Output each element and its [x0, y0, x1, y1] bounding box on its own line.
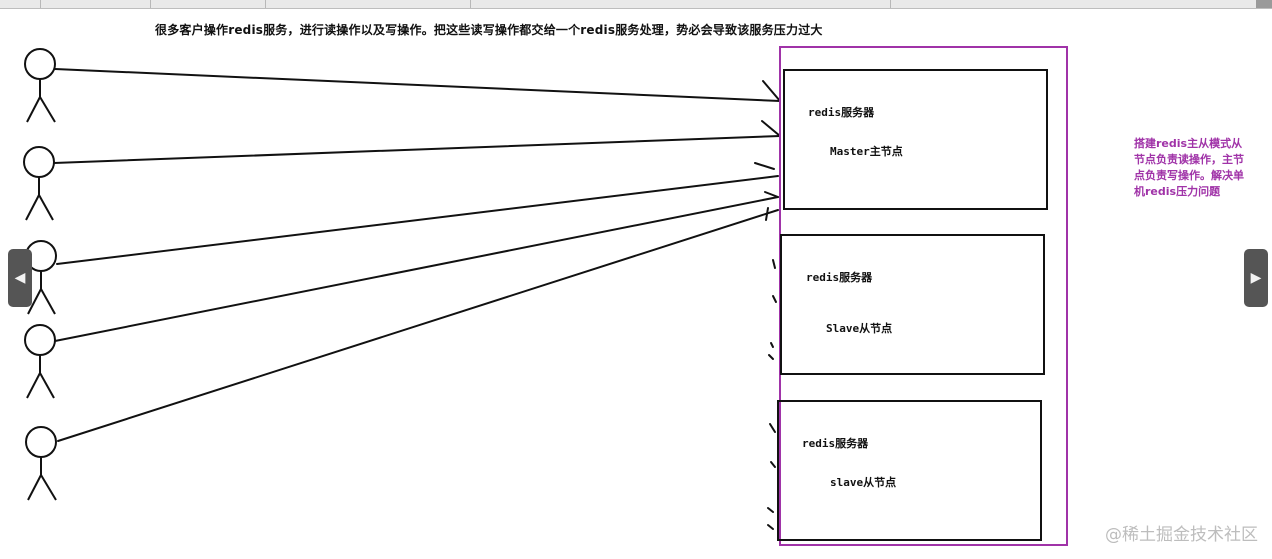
slave1-node-label: Slave从节点: [826, 322, 893, 335]
client-figure-2: [23, 146, 55, 221]
request-lines: [53, 68, 781, 442]
server-group-outline: [779, 46, 1068, 546]
request-line-4: [54, 196, 779, 342]
master-server-title: redis服务器: [808, 106, 875, 119]
request-line-2: [53, 135, 781, 164]
slave1-server-title: redis服务器: [806, 271, 873, 284]
arrowheads: [754, 80, 781, 221]
client-figure-4: [24, 324, 56, 399]
diagram-caption: 很多客户操作redis服务，进行读操作以及写操作。把这些读写操作都交给一个red…: [155, 23, 823, 37]
toolbar-divider: [470, 0, 471, 8]
slave2-node-label: slave从节点: [830, 476, 897, 489]
chevron-right-icon: ▶: [1250, 270, 1262, 286]
slave2-server-title: redis服务器: [802, 437, 869, 450]
toolbar-divider: [40, 0, 41, 8]
toolbar-divider: [890, 0, 891, 8]
toolbar-divider: [150, 0, 151, 8]
client-figure-1: [24, 48, 56, 123]
next-image-button[interactable]: ▶: [1244, 249, 1268, 307]
request-line-1: [54, 68, 781, 102]
master-server-box: [783, 69, 1048, 210]
toolbar-divider: [265, 0, 266, 8]
request-line-3: [56, 175, 779, 265]
slave-server-box-2: [777, 400, 1042, 541]
chevron-left-icon: ◀: [14, 270, 26, 286]
client-figure-5: [25, 426, 57, 501]
watermark: @稀土掘金技术社区: [1105, 525, 1258, 545]
request-line-5: [57, 209, 779, 442]
top-toolbar: [0, 0, 1272, 9]
tick-marks: [767, 259, 777, 530]
scrollbar-corner[interactable]: [1256, 0, 1272, 8]
master-node-label: Master主节点: [830, 145, 903, 158]
previous-image-button[interactable]: ◀: [8, 249, 32, 307]
slave-server-box-1: [780, 234, 1045, 375]
master-slave-note: 搭建redis主从模式从节点负责读操作，主节点负责写操作。解决单机redis压力…: [1134, 137, 1244, 198]
